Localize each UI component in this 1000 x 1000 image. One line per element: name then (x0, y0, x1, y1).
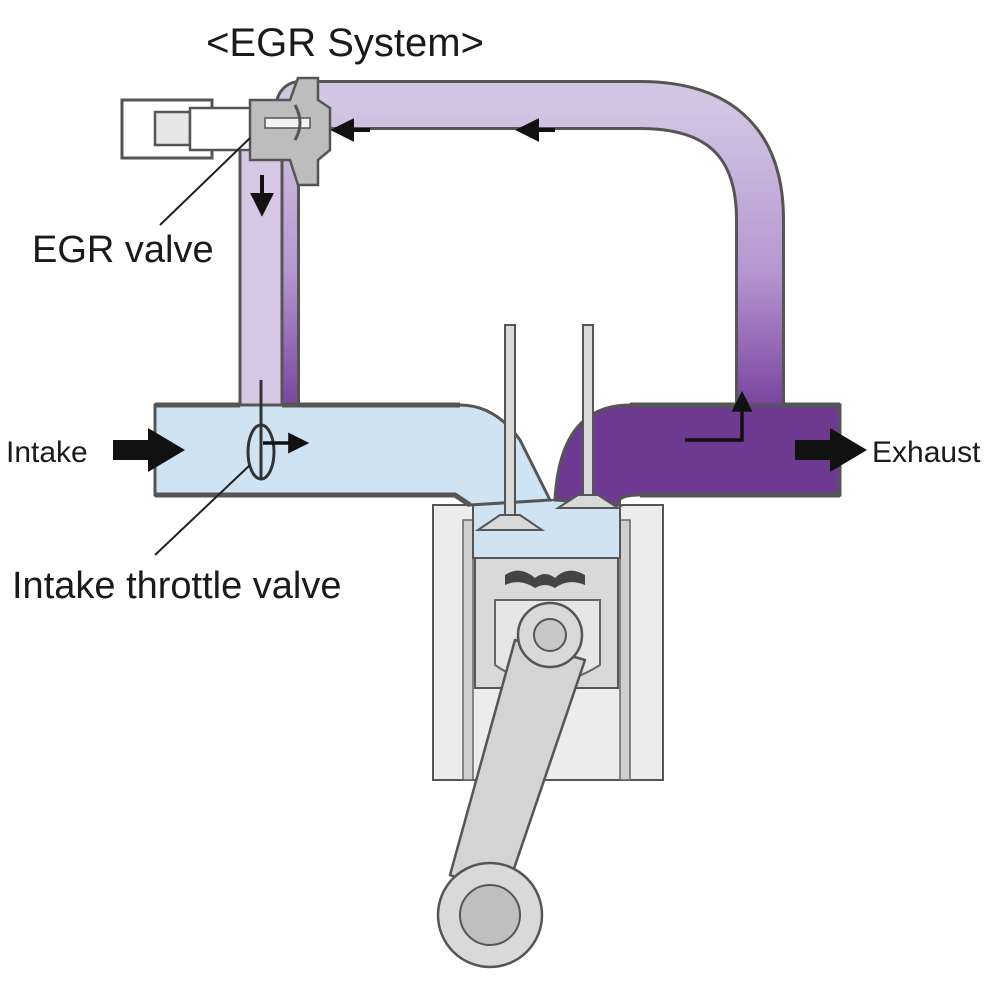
intake-arrow-icon (113, 428, 185, 472)
exhaust-arrow-icon (795, 428, 867, 472)
intake-throttle-valve (246, 380, 276, 481)
exhaust-manifold (553, 402, 842, 507)
flow-arrows (113, 118, 867, 472)
intake-valve (474, 324, 546, 531)
egr-valve-label: EGR valve (32, 229, 214, 271)
egr-valve-leader-line (159, 137, 251, 226)
connecting-rod (436, 601, 587, 969)
intake-label: Intake (6, 436, 88, 469)
egr-valve (120, 76, 332, 187)
intake-throttle-valve-label: Intake throttle valve (12, 565, 342, 607)
throttle-valve-leader-line (154, 464, 251, 556)
diagram-title: <EGR System> (206, 21, 484, 65)
intake-manifold (153, 402, 553, 508)
exhaust-to-egr-arrow (685, 390, 753, 442)
exhaust-label: Exhaust (872, 436, 981, 469)
combustion-chamber (472, 499, 621, 559)
exhaust-valve (554, 324, 622, 509)
